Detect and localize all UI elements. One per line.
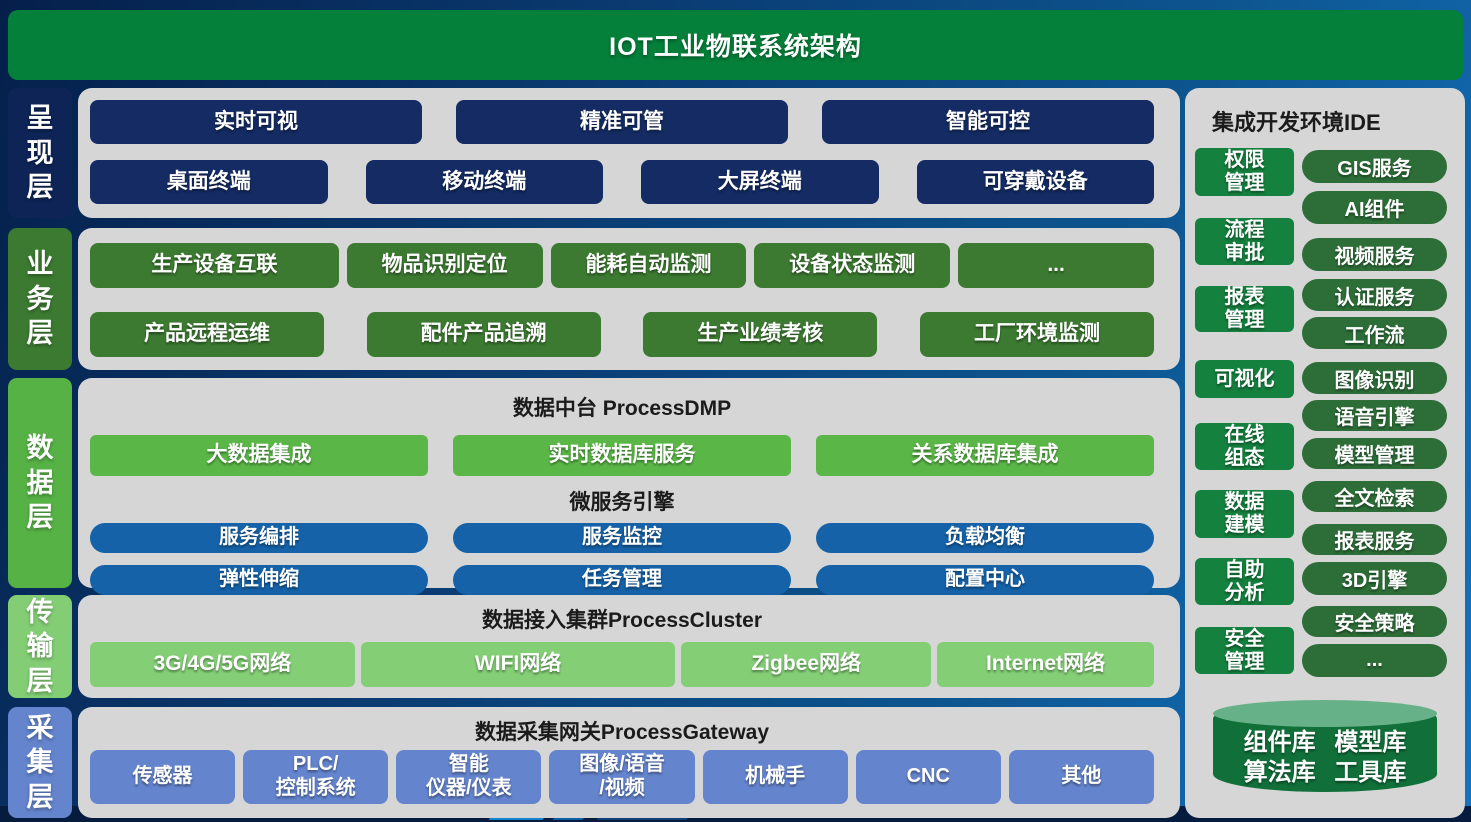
ide-service-pill: 语音引擎 [1302, 400, 1447, 431]
page-title-text: IOT工业物联系统架构 [609, 33, 862, 61]
capability-box: 实时可视 [90, 100, 422, 144]
network-box: 3G/4G/5G网络 [90, 642, 355, 687]
network-box: Zigbee网络 [681, 642, 931, 687]
data-platform-title: 数据中台 ProcessDMP [512, 397, 732, 420]
ide-service-pill: 认证服务 [1302, 279, 1447, 311]
device-box: CNC [855, 750, 1001, 804]
ide-title: 集成开发环境IDE [1212, 110, 1381, 135]
business-box: 配件产品追溯 [366, 312, 601, 357]
microservice-pill: 服务监控 [453, 523, 791, 553]
cylinder-top [1213, 700, 1437, 727]
microservice-pill: 任务管理 [453, 565, 791, 595]
ide-module-box: 在线 组态 [1195, 423, 1294, 470]
microservice-pill: 弹性伸缩 [90, 565, 428, 595]
ide-service-pill-more: ... [1302, 644, 1447, 677]
access-cluster-title: 数据接入集群ProcessCluster [481, 609, 763, 632]
business-box: 产品远程运维 [90, 312, 325, 357]
capability-box: 智能可控 [822, 100, 1154, 144]
panel-presentation-layer: 实时可视 精准可管 智能可控 桌面终端 移动终端 大屏终端 可穿戴设备 [78, 88, 1180, 218]
network-box: WIFI网络 [360, 642, 676, 687]
terminal-box: 移动终端 [365, 160, 603, 204]
device-box: PLC/ 控制系统 [243, 750, 389, 804]
ide-module-box: 安全 管理 [1195, 627, 1294, 674]
layer-label-transport: 传输层 [8, 595, 72, 698]
layer-label-presentation: 呈现层 [8, 88, 72, 218]
ide-module-box: 报表 管理 [1195, 286, 1294, 332]
terminal-box: 大屏终端 [641, 160, 879, 204]
data-service-box: 实时数据库服务 [453, 435, 791, 476]
repository-cylinder: 组件库 模型库 算法库 工具库 [1213, 700, 1437, 792]
ide-module-box: 流程 审批 [1195, 218, 1294, 265]
repository-labels: 组件库 模型库 算法库 工具库 [1243, 729, 1407, 786]
ide-service-pill: 全文检索 [1302, 481, 1447, 512]
network-box: Internet网络 [936, 642, 1154, 687]
ide-module-box: 权限 管理 [1195, 148, 1294, 196]
ide-service-pill: AI组件 [1302, 191, 1447, 224]
business-box: 工厂环境监测 [919, 312, 1154, 357]
ide-service-pill: 报表服务 [1302, 524, 1447, 555]
business-box: 生产设备互联 [90, 243, 339, 288]
capability-box: 精准可管 [456, 100, 788, 144]
panel-transport-layer: 数据接入集群ProcessCluster 3G/4G/5G网络 WIFI网络 Z… [78, 595, 1180, 698]
device-box-other: 其他 [1008, 750, 1154, 804]
ide-module-box: 可视化 [1195, 360, 1294, 398]
gateway-title: 数据采集网关ProcessGateway [474, 721, 770, 744]
device-box: 图像/语音 /视频 [549, 750, 695, 804]
ide-sidebar: 集成开发环境IDE 权限 管理 流程 审批 报表 管理 可视化 在线 组态 数据… [1185, 88, 1465, 818]
business-box: 生产业绩考核 [643, 312, 878, 357]
business-box: 物品识别定位 [346, 243, 543, 288]
ide-module-box: 自助 分析 [1195, 558, 1294, 605]
panel-collection-layer: 数据采集网关ProcessGateway 传感器 PLC/ 控制系统 智能 仪器… [78, 707, 1180, 818]
device-box: 传感器 [90, 750, 236, 804]
business-box: 能耗自动监测 [550, 243, 747, 288]
page-title: IOT工业物联系统架构 [8, 10, 1463, 80]
business-box-more: ... [958, 243, 1155, 288]
microservice-pill: 服务编排 [90, 523, 428, 553]
business-box: 设备状态监测 [754, 243, 951, 288]
device-box: 机械手 [702, 750, 848, 804]
terminal-box: 可穿戴设备 [916, 160, 1154, 204]
ide-module-box: 数据 建模 [1195, 490, 1294, 538]
device-box: 智能 仪器/仪表 [396, 750, 542, 804]
ide-service-pill: 模型管理 [1302, 438, 1447, 469]
data-service-box: 大数据集成 [90, 435, 428, 476]
panel-data-layer: 数据中台 ProcessDMP 大数据集成 实时数据库服务 关系数据库集成 微服… [78, 378, 1180, 595]
microservice-pill: 配置中心 [816, 565, 1154, 595]
ide-service-pill: 图像识别 [1302, 362, 1447, 394]
ide-service-pill: GIS服务 [1302, 150, 1447, 183]
layer-label-data: 数据层 [8, 378, 72, 588]
ide-service-pill: 3D引擎 [1302, 562, 1447, 595]
ide-service-pill: 安全策略 [1302, 606, 1447, 637]
layer-label-business: 业务层 [8, 228, 72, 370]
microservice-pill: 负载均衡 [816, 523, 1154, 553]
panel-business-layer: 生产设备互联 物品识别定位 能耗自动监测 设备状态监测 ... 产品远程运维 配… [78, 228, 1180, 370]
microservice-engine-title: 微服务引擎 [569, 491, 675, 514]
layer-label-collection: 采集层 [8, 707, 72, 818]
ide-service-pill: 视频服务 [1302, 238, 1447, 271]
ide-service-pill: 工作流 [1302, 317, 1447, 349]
terminal-box: 桌面终端 [90, 160, 328, 204]
data-service-box: 关系数据库集成 [816, 435, 1154, 476]
